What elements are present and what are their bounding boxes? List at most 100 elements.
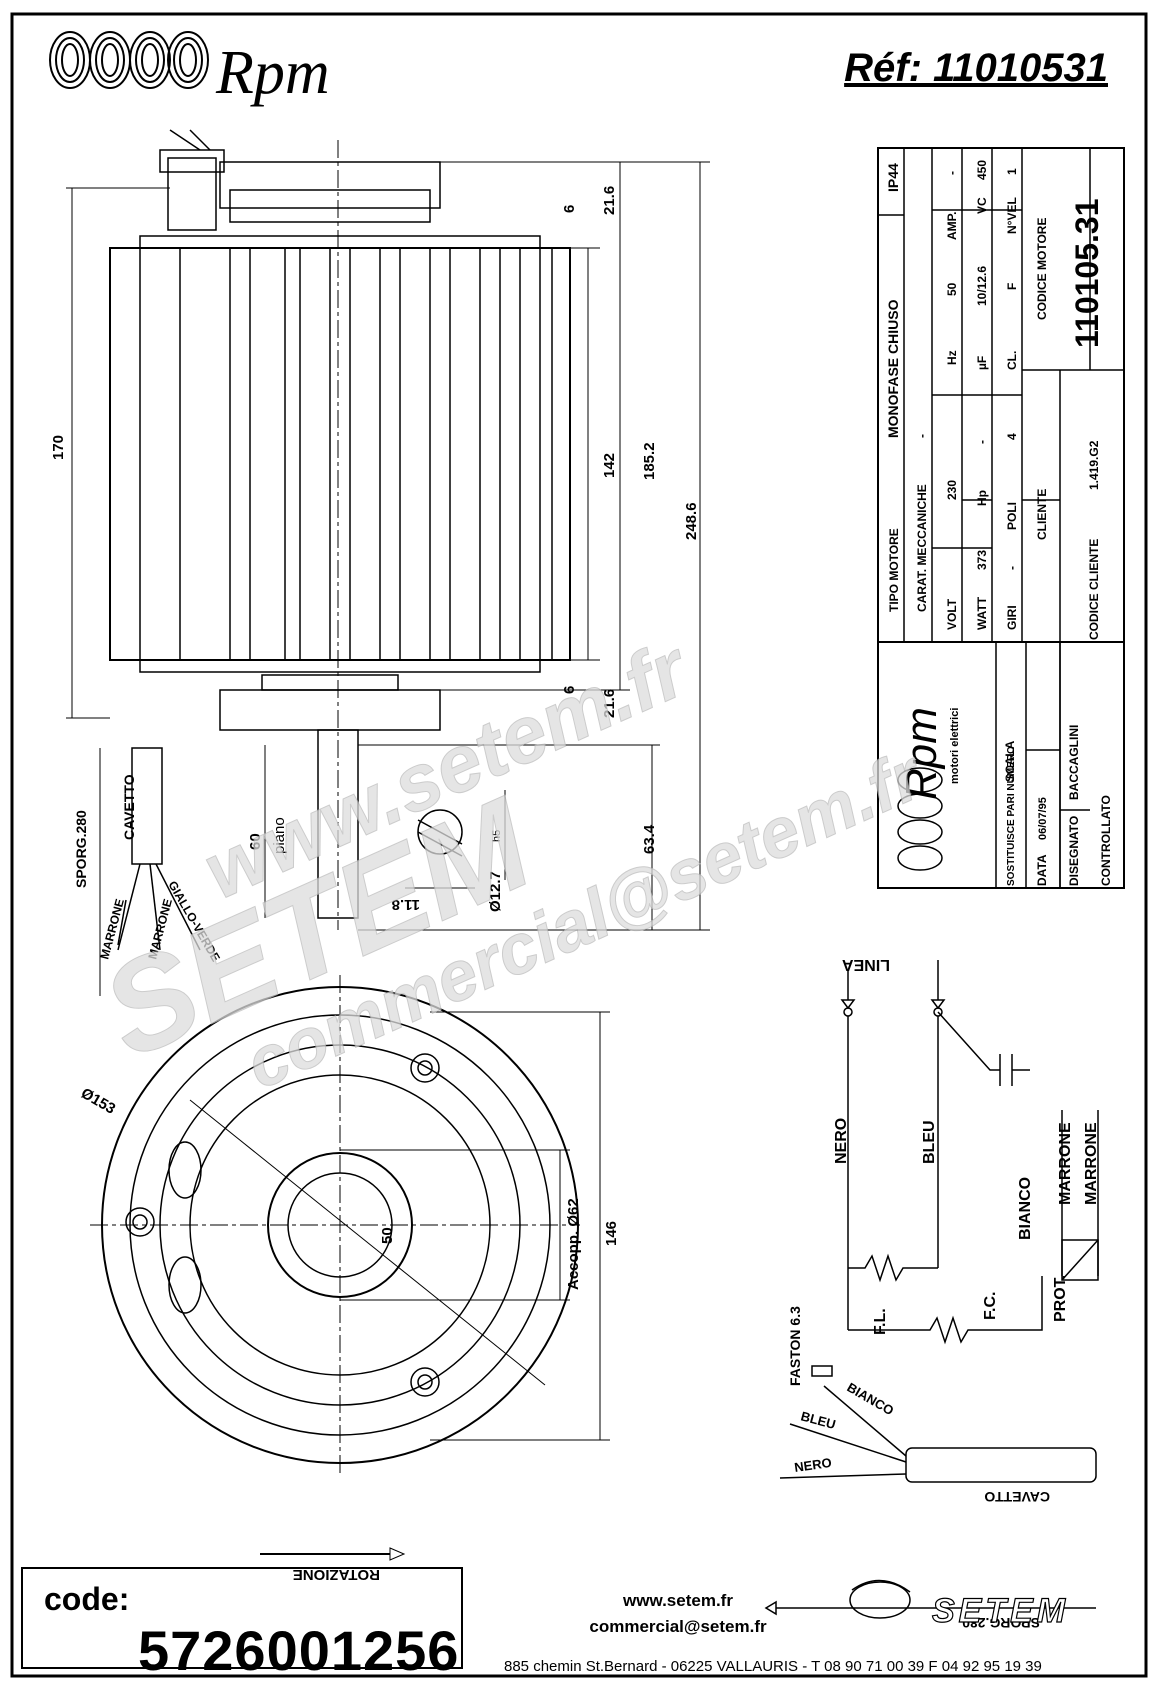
- tb-codice-motore: CODICE MOTORE: [1035, 218, 1049, 320]
- label-cavetto-left: CAVETTO: [121, 774, 137, 840]
- tb-codice-cliente: CODICE CLIENTE: [1087, 539, 1101, 640]
- tb-cl-val: F: [1005, 283, 1019, 290]
- tb-carat: CARAT. MECCANICHE: [915, 484, 929, 612]
- wiring-bianco: BIANCO: [1017, 1177, 1034, 1240]
- left-cable: [117, 747, 201, 951]
- dim-d12: Ø12.7: [487, 871, 504, 912]
- label-faston: FASTON 6.3: [787, 1306, 803, 1386]
- drawing-sheet: 170 142 185.2 248.6 21.6 6 21.6 6 60 pia…: [8, 8, 1148, 1682]
- wiring-fc: F.C.: [982, 1292, 999, 1320]
- tb-poli-val: 4: [1005, 433, 1019, 440]
- footer-frames: [21, 1567, 463, 1669]
- wiring-labels: LINEA NERO BLEU BIANCO MARRONE MARRONE F…: [833, 956, 1100, 1335]
- sheet-border: [10, 12, 1148, 1678]
- dim-170: 170: [50, 435, 67, 460]
- company-address: 885 chemin St.Bernard - 06225 VALLAURIS …: [504, 1658, 1042, 1675]
- motor-side-view: [109, 129, 571, 930]
- dim-63: 63.4: [641, 824, 658, 854]
- dim-146: 146: [603, 1221, 620, 1246]
- dim-142: 142: [601, 453, 618, 478]
- label-sporg-left: SPORG.280: [73, 810, 89, 888]
- title-block-texts: TIPO MOTORE MONOFASE CHIUSO IP44 CARAT. …: [885, 160, 1113, 886]
- wiring-marrone-1: MARRONE: [1057, 1122, 1074, 1205]
- tb-amp-val: -: [945, 171, 959, 175]
- setem-logo: SETEM: [931, 1591, 1070, 1630]
- dim-accopp: Accopp. Ø62: [565, 1198, 582, 1290]
- tb-giri-val: -: [1005, 566, 1019, 570]
- side-dimension-texts: 170 142 185.2 248.6 21.6 6 21.6 6 60 pia…: [50, 186, 700, 913]
- tb-hz-val: 50: [945, 282, 959, 296]
- motor-front-view: [90, 975, 580, 1475]
- title-block: [877, 147, 1125, 889]
- dim-21-bottom: 21.6: [601, 689, 618, 718]
- tb-cl: CL.: [1005, 351, 1019, 370]
- watermark: www.setem.fr SETEM commercial@setem.fr: [82, 622, 937, 1104]
- email-link[interactable]: commercial@setem.fr: [589, 1617, 767, 1636]
- tb-volt-val: 230: [945, 480, 959, 500]
- wiring-marrone-2: MARRONE: [1083, 1122, 1100, 1205]
- side-dimension-lines: [66, 161, 710, 996]
- label-sporg-right: SPORG.280: [962, 1615, 1040, 1631]
- dim-d153: Ø153: [78, 1085, 118, 1118]
- wiring-nero: NERO: [833, 1118, 850, 1164]
- tb-nvel: N°VEL: [1005, 197, 1019, 234]
- tb-vc: VC: [975, 197, 989, 214]
- tb-logo-brand: Rpm: [897, 707, 946, 800]
- dim-6-bottom: 6: [561, 686, 578, 694]
- tb-tipo-val: MONOFASE CHIUSO: [885, 299, 901, 438]
- tb-hp-val: -: [975, 440, 989, 444]
- dim-50: 50: [379, 1227, 396, 1244]
- right-cable-labels: FASTON 6.3 BIANCO BLEU NERO CAVETTO SPOR…: [787, 1306, 1050, 1631]
- tb-disegnato: DISEGNATO: [1067, 816, 1081, 886]
- label-rotazione: ROTAZIONE: [293, 1566, 380, 1583]
- tb-tipo-motore: TIPO MOTORE: [887, 528, 901, 612]
- wiring-linea: LINEA: [842, 956, 890, 973]
- tb-scala: SCALA: [1003, 740, 1017, 782]
- tb-watt: WATT: [975, 596, 989, 630]
- code-value: 5726001256: [138, 1619, 460, 1682]
- wiring-diagram: [840, 960, 1099, 1345]
- dim-21-top: 21.6: [601, 186, 618, 215]
- tb-disegnato-val: BACCAGLINI: [1067, 725, 1081, 800]
- rpm-logo-coils: [49, 31, 209, 89]
- dim-11: 11.8: [392, 896, 420, 913]
- tb-poli: POLI: [1005, 502, 1019, 530]
- tb-uf-val: 10/12.6: [975, 266, 989, 306]
- right-cable: [764, 1365, 1097, 1616]
- tb-hp: Hp: [975, 490, 989, 506]
- front-dimension-lines: [260, 1011, 610, 1561]
- brand-name: Rpm: [216, 39, 330, 107]
- tb-watt-val: 373: [975, 550, 989, 570]
- wiring-bleu: BLEU: [921, 1120, 938, 1164]
- tb-sostituisce: SOSTITUISCE PARI NUMERO: [1006, 746, 1017, 886]
- label-cable-bianco: BIANCO: [845, 1380, 897, 1419]
- tb-carat-val: -: [915, 434, 929, 438]
- contact-block: www.setem.fr commercial@setem.fr: [548, 1588, 808, 1640]
- title-block-logo: [897, 767, 943, 871]
- dim-60: 60: [247, 833, 264, 850]
- tb-logo-sub: motori elettrici: [949, 708, 961, 784]
- wiring-fl: F.L.: [872, 1308, 889, 1335]
- label-cable-nero: NERO: [793, 1455, 832, 1475]
- tb-controllato: CONTROLLATO: [1099, 795, 1113, 886]
- tb-giri: GIRI: [1005, 605, 1019, 630]
- label-piano: piano: [271, 817, 288, 854]
- label-cavetto-right: CAVETTO: [984, 1489, 1050, 1505]
- website-link[interactable]: www.setem.fr: [623, 1591, 733, 1610]
- tb-vc-val: 450: [975, 160, 989, 180]
- wiring-prot: PROT.: [1052, 1275, 1069, 1322]
- tb-codice-cliente-val: 1.419.G2: [1087, 440, 1101, 490]
- tb-volt: VOLT: [945, 598, 959, 630]
- reference-number: Réf: 11010531: [844, 46, 1108, 90]
- dim-185: 185.2: [641, 442, 658, 480]
- setem-logo-mark: [849, 1579, 911, 1619]
- tb-amp: AMP.: [945, 212, 959, 240]
- front-dimension-texts: Ø153 146 Accopp. Ø62 50 ROTAZIONE: [78, 1085, 620, 1583]
- tb-hz: Hz: [945, 350, 959, 365]
- tb-ip: IP44: [885, 163, 901, 192]
- tolerance-h5: h5: [491, 830, 503, 842]
- tb-cliente: CLIENTE: [1035, 489, 1049, 540]
- dim-6-top: 6: [561, 205, 578, 213]
- dim-248: 248.6: [683, 502, 700, 540]
